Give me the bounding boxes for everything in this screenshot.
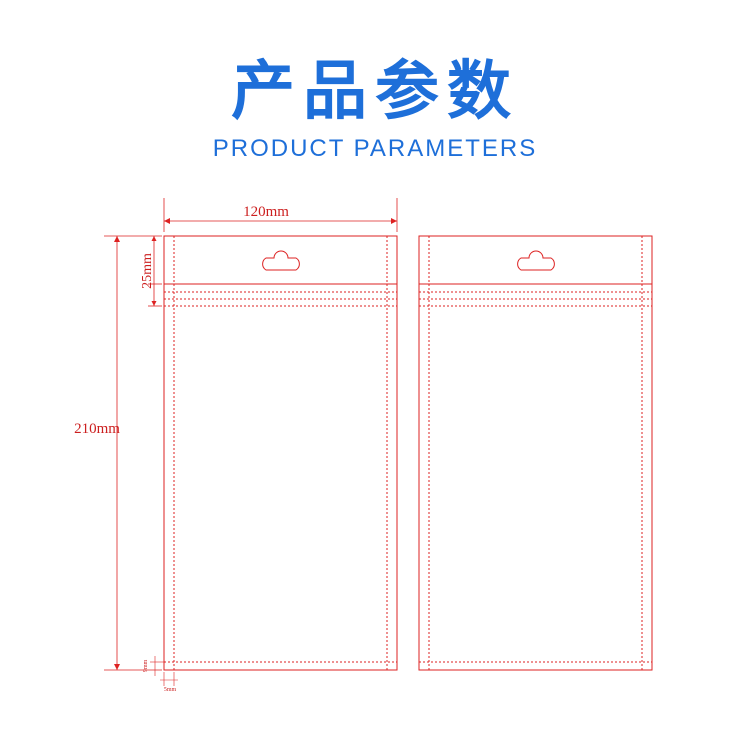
bag-right-hang-hole	[517, 250, 555, 271]
height-dimension	[104, 235, 162, 671]
bag-left-outline	[163, 235, 398, 671]
width-dimension	[163, 198, 398, 232]
side-seal-dimension	[160, 672, 178, 686]
bottom-seal-label: 9mm	[143, 660, 149, 673]
height-label: 210mm	[74, 421, 120, 437]
hanger-height-label: 25mm	[140, 253, 155, 289]
page-subtitle: PRODUCT PARAMETERS	[212, 135, 538, 162]
width-label: 120mm	[243, 204, 289, 220]
bag-left-hang-hole	[262, 250, 300, 271]
bag-right-outline	[418, 235, 653, 671]
side-seal-label: 5mm	[164, 687, 177, 693]
hanger-dimension	[148, 236, 162, 307]
bag-left	[163, 235, 398, 671]
page-title: 产品参数	[231, 55, 519, 129]
bottom-seal-dimension	[150, 656, 164, 676]
bag-right	[418, 235, 653, 671]
